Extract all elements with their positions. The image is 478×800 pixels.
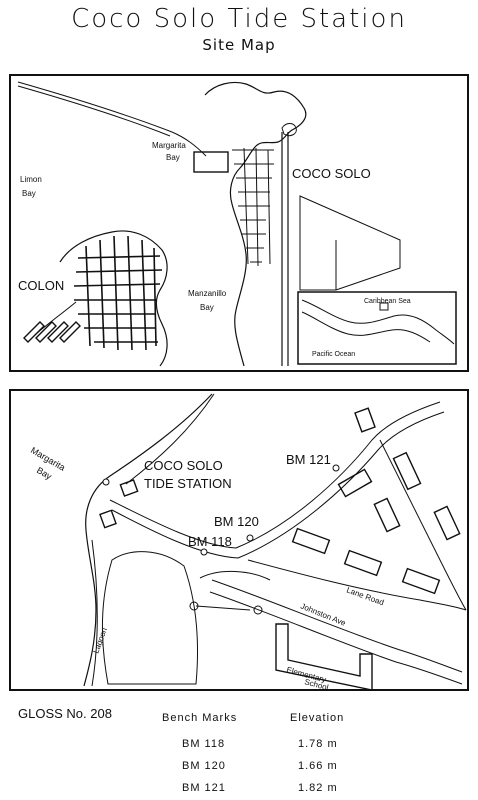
site-detail-map-frame	[9, 389, 469, 691]
label-bm-118: BM 118	[188, 534, 232, 549]
road-johnston	[211, 579, 463, 673]
school-building	[275, 623, 373, 691]
bm-row-elevation: 1.82 m	[298, 782, 338, 794]
label-johnston-ave: Johnston Ave	[299, 602, 347, 628]
bm-120-marker	[246, 534, 254, 542]
label-station-2: TIDE STATION	[144, 476, 232, 491]
bm-row-elevation: 1.78 m	[298, 738, 338, 750]
road-east	[379, 439, 467, 611]
coastline-colon	[59, 230, 168, 367]
label-manzanillo-1: Manzanillo	[188, 289, 227, 298]
runway-area	[299, 195, 401, 291]
inset-map-frame	[297, 291, 457, 365]
overview-map-frame	[9, 74, 469, 372]
label-coco-solo: COCO SOLO	[292, 166, 371, 181]
station-highlight-box	[193, 151, 229, 173]
label-margarita-2: Bay	[166, 153, 180, 162]
coastline	[204, 81, 307, 367]
bm-row-mark: BM 118	[182, 738, 226, 750]
road-upper	[109, 401, 441, 549]
piers	[23, 321, 81, 343]
street-grid-coco-solo	[232, 147, 274, 267]
bm-row-elevation: 1.66 m	[298, 760, 338, 772]
street-grid-colon	[73, 235, 163, 351]
gloss-number: GLOSS No. 208	[18, 706, 112, 721]
inset-label-pacific: Pacific Ocean	[312, 351, 355, 358]
shoreline	[83, 393, 213, 687]
road-diagonal	[125, 393, 215, 485]
column-header-elevation: Elevation	[290, 712, 345, 724]
road-west	[91, 539, 98, 687]
road-lane	[247, 559, 467, 611]
islet	[281, 123, 297, 137]
column-header-bench-marks: Bench Marks	[162, 712, 238, 724]
label-lane-road: Lane Road	[345, 585, 385, 607]
tide-station-marker	[102, 478, 110, 486]
cul-de-sac-end	[189, 601, 199, 611]
cul-de-sac	[195, 605, 251, 611]
lagoon-outline	[101, 551, 198, 685]
inset-locator-box	[379, 302, 389, 311]
page-title: Coco Solo Tide Station	[71, 4, 407, 34]
label-bm-121: BM 121	[286, 452, 331, 467]
page-subtitle: Site Map	[202, 36, 276, 54]
inset-isthmus-2	[301, 311, 431, 343]
road-north-2	[17, 85, 171, 137]
buildings	[99, 407, 461, 595]
bm-118-marker	[200, 548, 208, 556]
roundabout	[253, 605, 263, 615]
inset-label-caribbean: Caribbean Sea	[364, 298, 411, 305]
label-limon-1: Limon	[20, 175, 42, 184]
label-margarita-2: Bay	[35, 465, 54, 482]
inset-isthmus	[301, 299, 455, 345]
loop-road	[199, 570, 271, 581]
road-upper-2	[111, 411, 445, 559]
road-north	[17, 81, 207, 157]
bm-row-mark: BM 120	[182, 760, 226, 772]
label-station-1: COCO SOLO	[144, 458, 223, 473]
label-margarita-1: Margarita	[152, 141, 186, 150]
bm-121-marker	[332, 464, 340, 472]
label-manzanillo-2: Bay	[200, 303, 214, 312]
bm-row-mark: BM 121	[182, 782, 226, 794]
label-limon-2: Bay	[22, 189, 36, 198]
label-colon: COLON	[18, 278, 64, 293]
label-bm-120: BM 120	[214, 514, 259, 529]
